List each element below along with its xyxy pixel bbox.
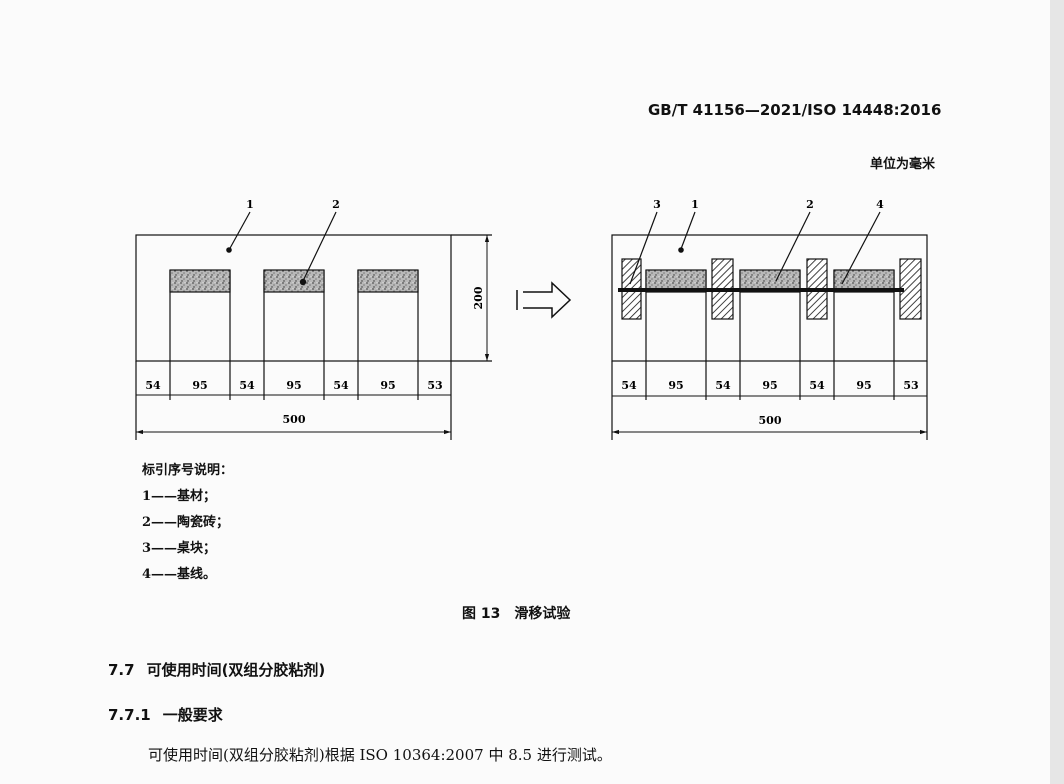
callout-2-right: 2 <box>806 198 814 211</box>
subsection-number: 7.7.1 <box>108 706 151 724</box>
right-diagram <box>611 211 928 440</box>
dim-seg: 54 <box>621 379 637 392</box>
legend-item: 1——基材； <box>142 489 217 504</box>
legend-item: 3——桌块； <box>142 541 217 556</box>
right-segment-dims: 54 95 54 95 54 95 53 <box>621 379 918 392</box>
transition-arrow-icon <box>516 281 572 319</box>
dim-seg: 95 <box>192 379 207 392</box>
dim-seg: 54 <box>715 379 731 392</box>
substrate-left <box>135 234 452 362</box>
leader-3-right <box>629 211 658 285</box>
standard-code: GB/T 41156—2021/ISO 14448:2016 <box>648 101 942 119</box>
dim-seg: 53 <box>427 379 442 392</box>
dim-seg: 54 <box>809 379 825 392</box>
total-dim-right: 500 <box>759 414 782 427</box>
dim-seg: 53 <box>903 379 918 392</box>
dim-seg: 54 <box>145 379 161 392</box>
callout-4-right: 4 <box>876 198 884 211</box>
slip-test-figure: 1 2 200 54 95 54 95 54 95 53 500 <box>135 198 928 440</box>
unit-note: 单位为毫米 <box>870 157 936 172</box>
callout-1-right: 1 <box>691 198 699 211</box>
scan-edge <box>1050 0 1064 784</box>
legend-item: 4——基线。 <box>142 567 217 582</box>
dim-seg: 95 <box>856 379 871 392</box>
legend-title: 标引序号说明： <box>142 463 234 478</box>
subsection-title: 一般要求 <box>162 706 223 724</box>
callout-3-right: 3 <box>653 198 661 211</box>
dim-seg: 95 <box>380 379 395 392</box>
leader-4-right <box>841 211 881 285</box>
section-number: 7.7 <box>108 661 135 679</box>
tile-left-3 <box>357 269 419 293</box>
dim-seg: 54 <box>333 379 349 392</box>
dim-seg: 95 <box>286 379 301 392</box>
legend-item: 2——陶瓷砖； <box>142 515 230 530</box>
height-dim-label: 200 <box>472 286 485 309</box>
dim-seg: 95 <box>668 379 683 392</box>
substrate-right <box>611 234 928 362</box>
callout-1-left: 1 <box>246 198 254 211</box>
leader-1-right <box>680 211 696 250</box>
dim-seg: 54 <box>239 379 255 392</box>
left-diagram <box>135 211 492 440</box>
figure-caption: 图 13 滑移试验 <box>462 606 571 622</box>
callout-2-left: 2 <box>332 198 340 211</box>
dim-seg: 95 <box>762 379 777 392</box>
leader-1-left <box>228 211 251 251</box>
section-title: 可使用时间(双组分胶粘剂) <box>146 661 326 679</box>
leader-2-right <box>775 211 811 282</box>
total-dim-left: 500 <box>283 413 306 426</box>
tile-left-2 <box>263 269 325 293</box>
subsection-heading: 7.7.1 一般要求 <box>108 704 223 725</box>
section-heading: 7.7 可使用时间(双组分胶粘剂) <box>108 659 325 680</box>
tile-left-1 <box>169 269 231 293</box>
left-segment-dims: 54 95 54 95 54 95 53 <box>145 379 442 392</box>
leader-2-left <box>302 211 337 282</box>
body-paragraph: 可使用时间(双组分胶粘剂)根据 ISO 10364:2007 中 8.5 进行测… <box>148 746 612 764</box>
figure-legend: 标引序号说明： 1——基材； 2——陶瓷砖； 3——桌块； 4——基线。 <box>142 458 233 588</box>
